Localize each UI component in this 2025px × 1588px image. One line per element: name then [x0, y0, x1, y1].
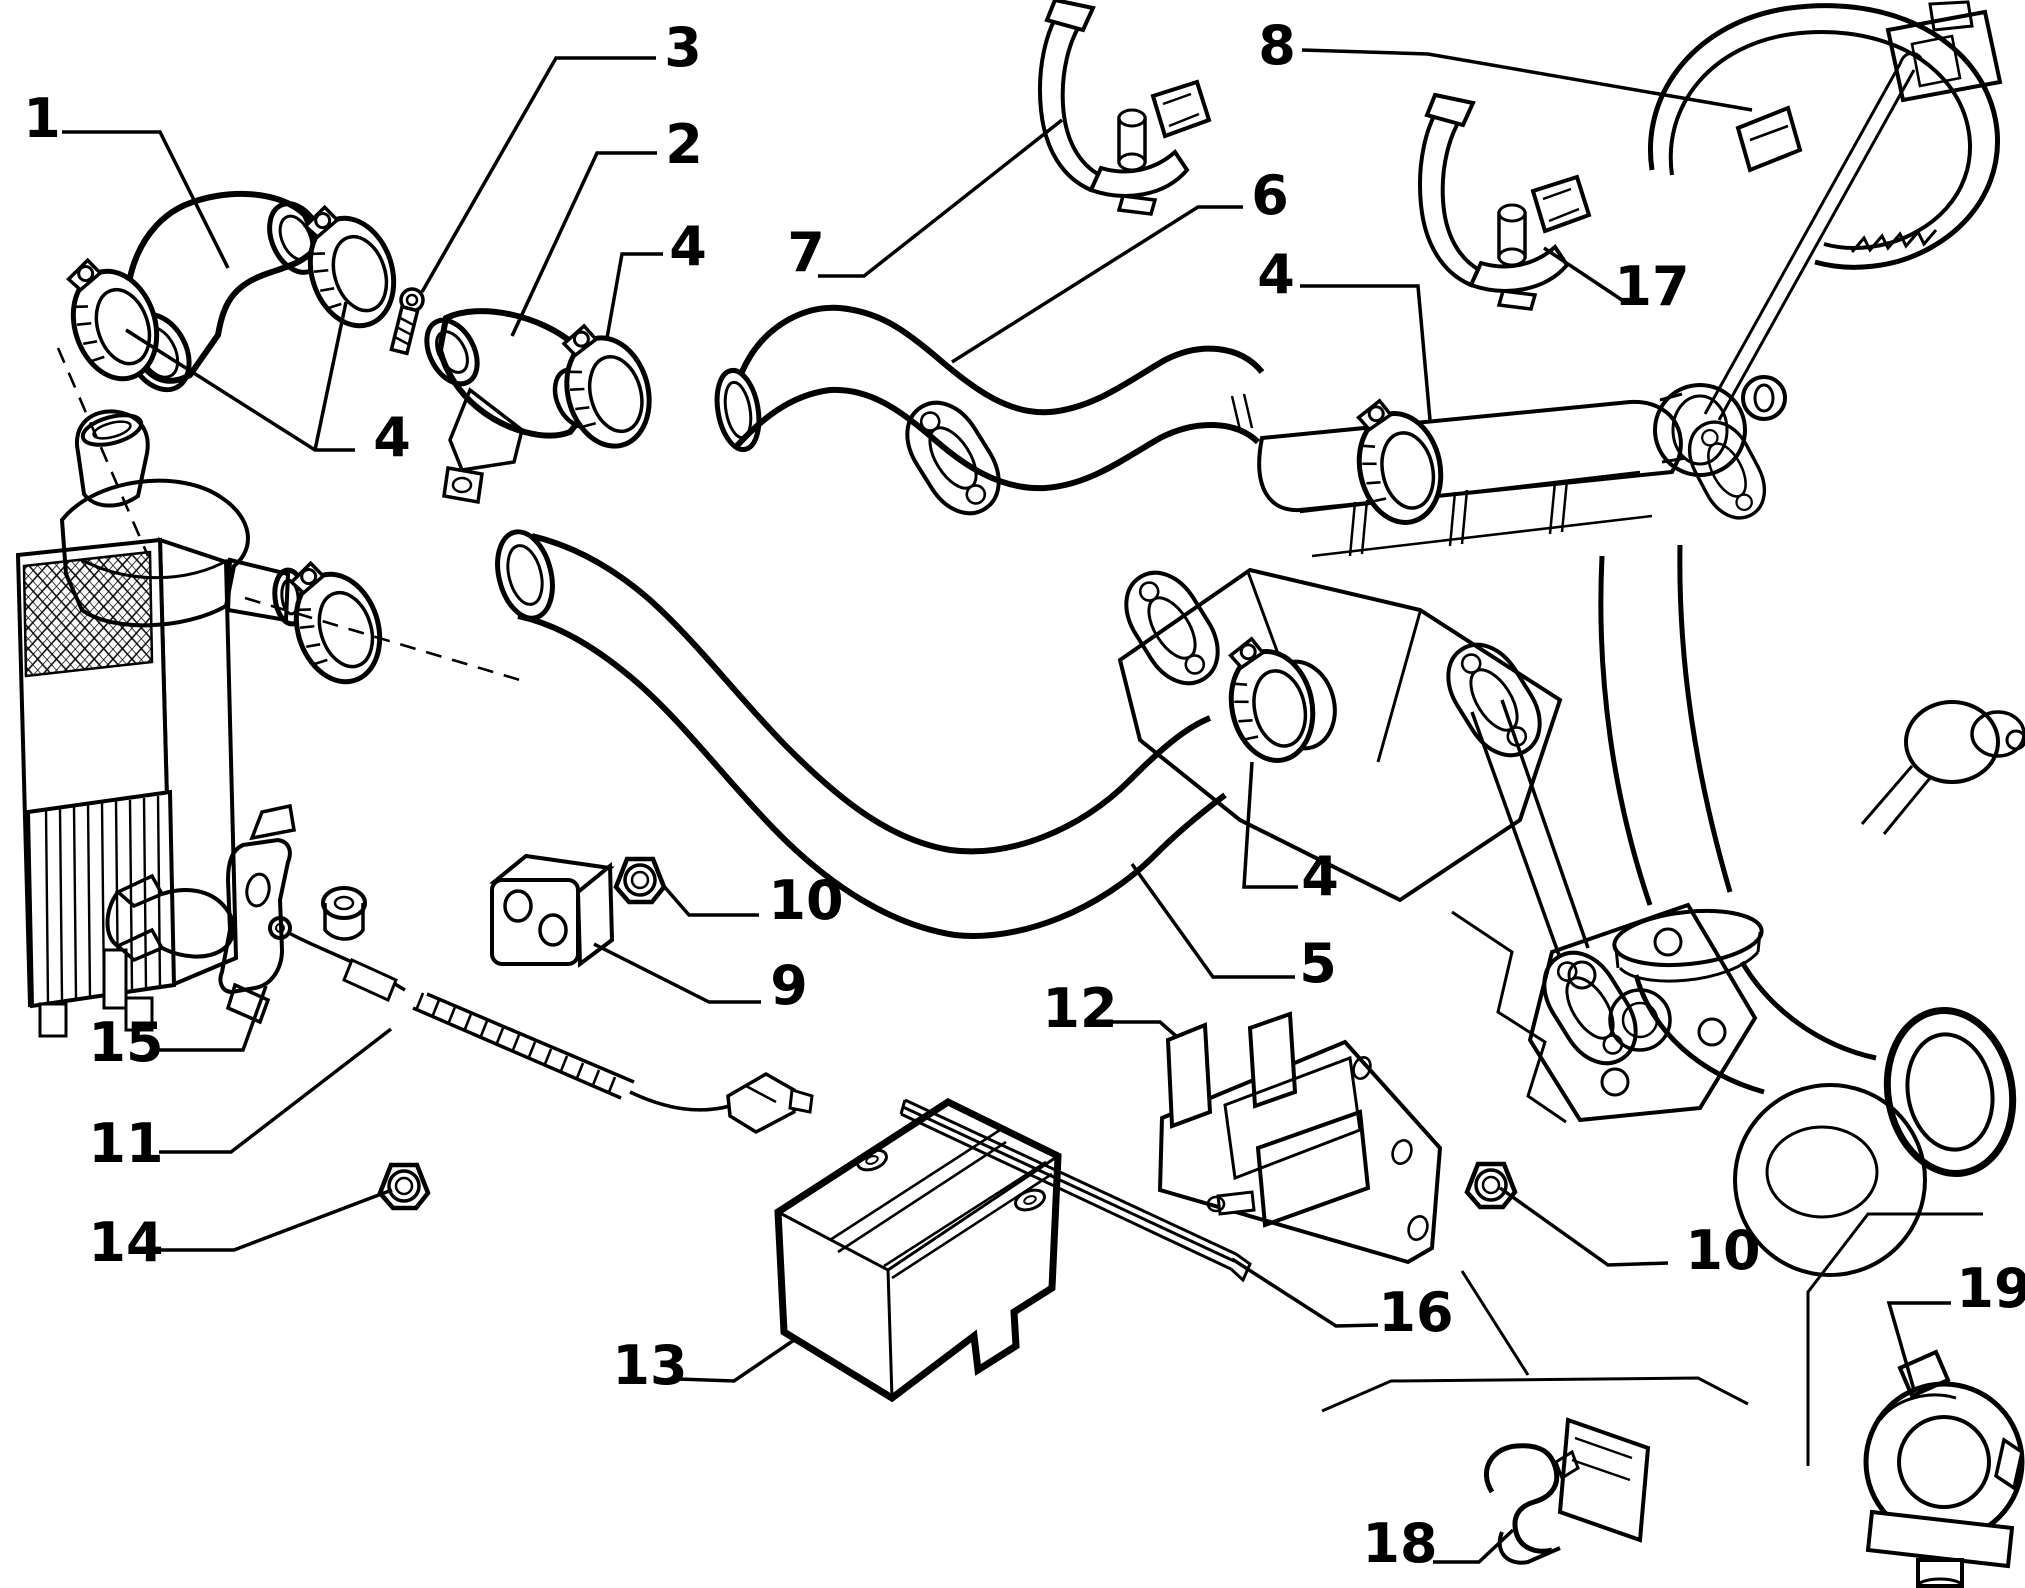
hose-clamp-4-manifold [1346, 391, 1450, 530]
hose-clamp-4-left [55, 246, 170, 390]
nut-part10-left [616, 859, 664, 902]
callout-10-nut-right[interactable]: 10 [1685, 1219, 1760, 1282]
lower-air-hose-part5 [495, 529, 1227, 939]
callout-16-rail-leader [1231, 1257, 1379, 1328]
callout-7-bracket-leader [818, 118, 1064, 278]
callout-9-block[interactable]: 9 [770, 954, 808, 1017]
callout-11-cable-leader [159, 1027, 393, 1154]
callout-12-bracket-leader [1112, 1020, 1178, 1038]
callout-10-nut-right-leader [1498, 1186, 1669, 1267]
callout-8-strap-leader [1301, 48, 1753, 112]
callout-1-elbow-hose-leader [62, 130, 230, 269]
callout-11-cable[interactable]: 11 [88, 1112, 163, 1175]
callout-14-nut[interactable]: 14 [88, 1211, 163, 1274]
mounting-bracket-part12 [1157, 1011, 1443, 1265]
axis-outlet [244, 596, 521, 682]
callout-6-upper-hose-leader [951, 205, 1243, 364]
callout-9-block-leader [593, 942, 761, 1004]
callout-17-bracket[interactable]: 17 [1614, 255, 1689, 318]
callout-5-lower-hose-leader [1130, 862, 1295, 979]
clamp-screw-part3 [389, 287, 425, 356]
engine-mount-bobbin [1860, 700, 2025, 835]
turbocharger [1451, 544, 2025, 1277]
callout-2-sleeve-hose-leader [510, 151, 657, 337]
intercooler [15, 409, 308, 1038]
callout-2-sleeve-hose[interactable]: 2 [665, 113, 703, 176]
group-line-right [1806, 1212, 1983, 1466]
callout-4-clamp-a[interactable]: 4 [669, 215, 707, 278]
pipe-clamp-part19 [1863, 1349, 2025, 1588]
retaining-bracket-part15 [105, 803, 367, 1025]
callout-4-clamp-pair-leader-2 [313, 301, 348, 451]
turbo-downpipe [1598, 544, 1733, 906]
callout-14-nut-leader [158, 1188, 393, 1252]
mount-boss [321, 886, 367, 941]
callout-4-clamp-lower-leader [1242, 761, 1298, 889]
callout-10-nut-left-leader [660, 882, 759, 917]
group-line-left [1321, 1376, 1749, 1413]
callout-5-lower-hose[interactable]: 5 [1299, 932, 1337, 995]
downpipe-mouth [1883, 1007, 2017, 1177]
callout-1-elbow-hose[interactable]: 1 [23, 87, 61, 150]
axis-inlet [56, 347, 150, 557]
callout-12-bracket[interactable]: 12 [1042, 977, 1117, 1040]
retaining-clip-part18 [1484, 1417, 1651, 1565]
slide-rail-part16 [899, 1098, 1252, 1283]
upper-air-hose-part6 [714, 304, 1265, 492]
support-bracket-part17 [1417, 93, 1591, 311]
callout-7-bracket[interactable]: 7 [787, 221, 825, 284]
callout-6-upper-hose[interactable]: 6 [1251, 164, 1289, 227]
spacer-block-part9 [489, 853, 615, 968]
callout-19-pipe-clamp-leader [1886, 1301, 1951, 1391]
callout-3-clamp-screw[interactable]: 3 [664, 16, 702, 79]
group-line-stem [1460, 1270, 1530, 1376]
callout-15-bracket[interactable]: 15 [88, 1011, 163, 1074]
callout-4-clamp-lower[interactable]: 4 [1301, 845, 1339, 908]
insulating-cover-part13 [774, 1097, 1062, 1403]
support-bracket-part7 [1037, 0, 1211, 216]
callout-18-clip-leader [1433, 1528, 1515, 1564]
callout-4-clamp-pair[interactable]: 4 [373, 406, 411, 469]
callout-4-clamp-manifold-leader [1300, 284, 1432, 421]
callout-18-clip[interactable]: 18 [1362, 1512, 1437, 1575]
callout-16-rail[interactable]: 16 [1378, 1281, 1453, 1344]
callout-3-clamp-screw-leader [420, 56, 656, 293]
callout-13-cover-leader [677, 1336, 798, 1383]
callout-8-strap[interactable]: 8 [1258, 14, 1296, 77]
callout-13-cover[interactable]: 13 [612, 1334, 687, 1397]
band-strap-part8 [1648, 0, 2003, 270]
callout-10-nut-left[interactable]: 10 [768, 869, 843, 932]
flexible-cable-part11 [268, 916, 814, 1135]
callout-19-pipe-clamp[interactable]: 19 [1956, 1257, 2025, 1320]
nut-part10-right [1467, 1164, 1515, 1207]
callout-4-clamp-manifold[interactable]: 4 [1257, 243, 1295, 306]
callout-4-clamp-a-leader [605, 252, 663, 339]
callout-15-bracket-leader [158, 985, 268, 1052]
nut-part14 [380, 1165, 428, 1208]
callout-17-bracket-leader [1543, 246, 1623, 302]
intercooler-tank [59, 478, 250, 628]
